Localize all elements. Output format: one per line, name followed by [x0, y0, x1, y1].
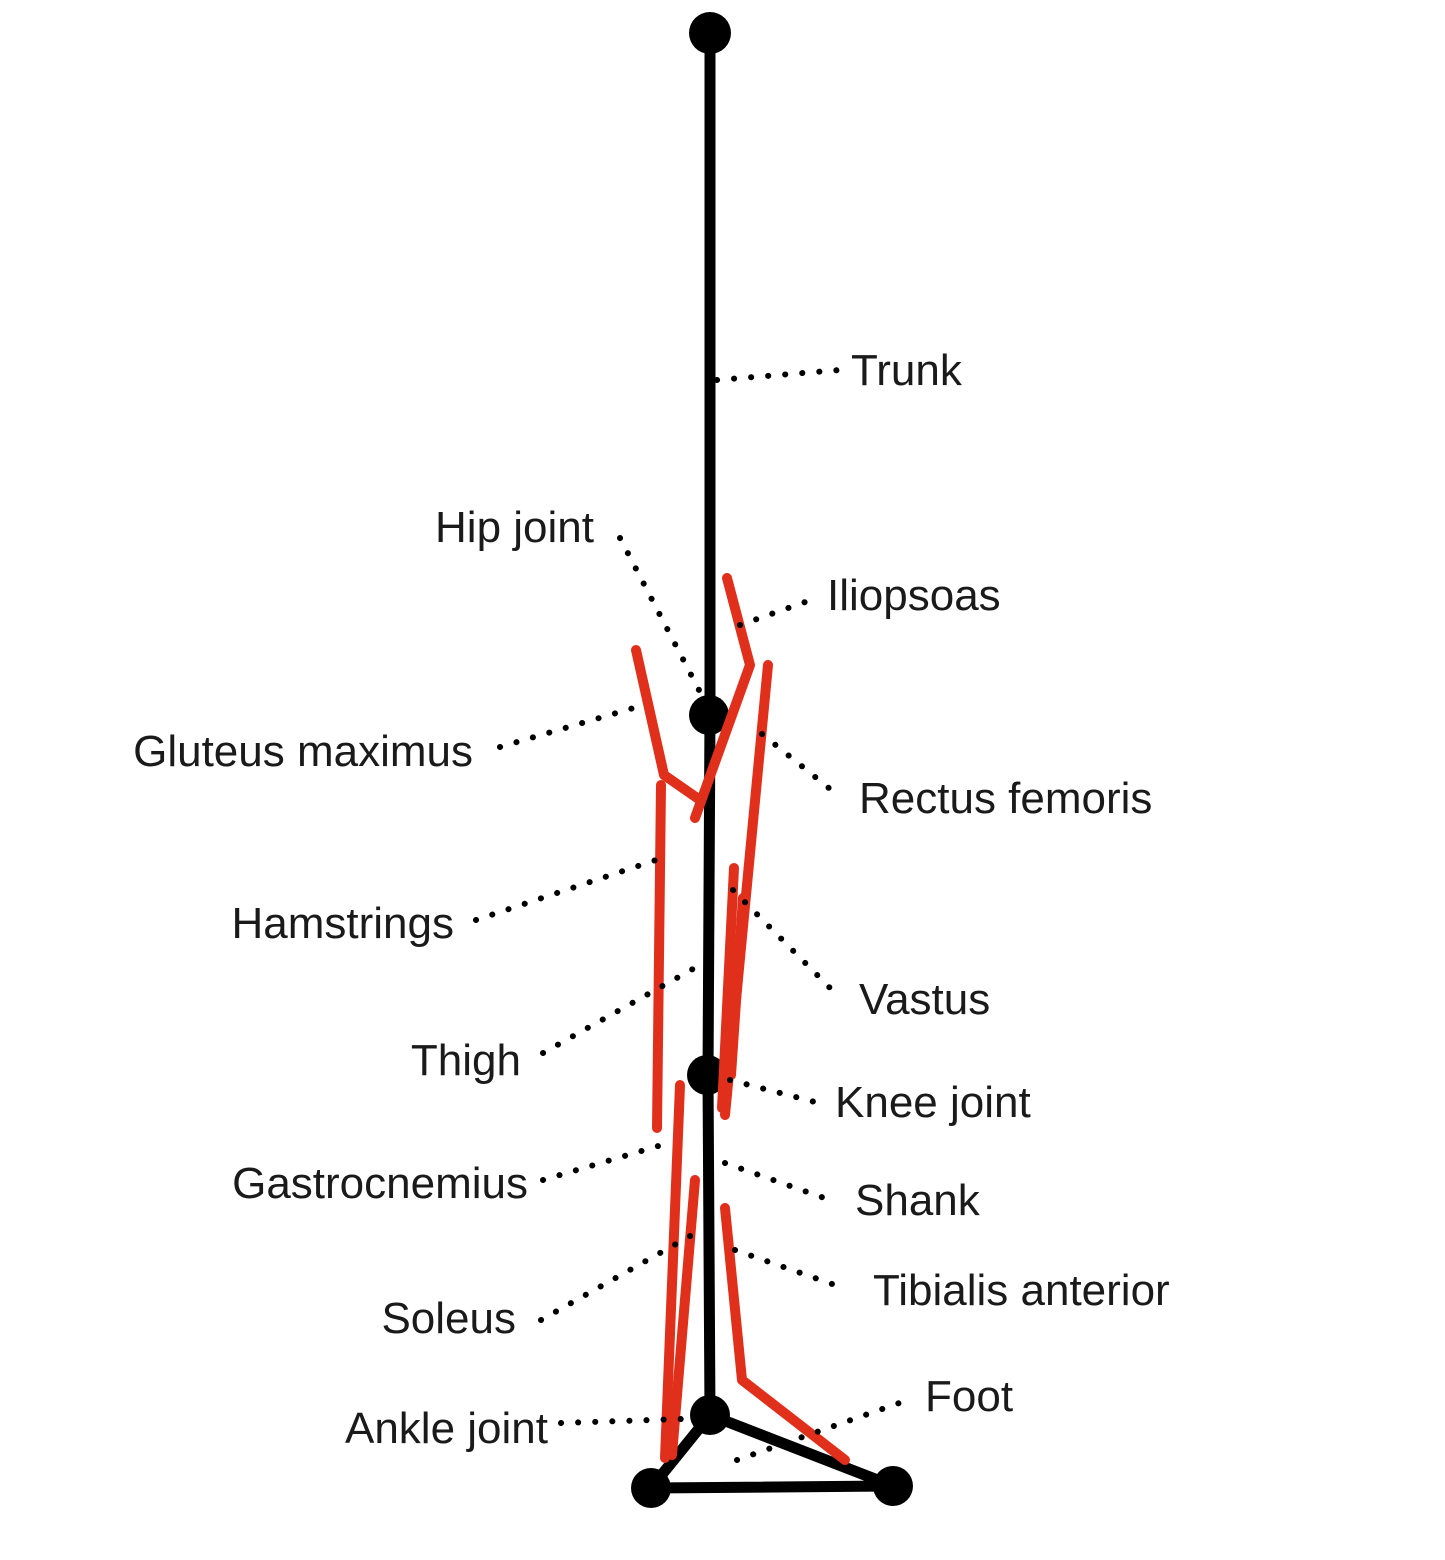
head-point [689, 12, 731, 54]
gastrocnemius-leader [540, 1139, 675, 1183]
gluteus-maximus-muscle [631, 645, 705, 805]
gastrocnemius-muscle [660, 1080, 685, 1463]
knee-joint-point [687, 1055, 727, 1095]
gastrocnemius-label: Gastrocnemius [232, 1159, 528, 1208]
shank-label: Shank [855, 1176, 981, 1225]
tibialis-anterior-label: Tibialis anterior [873, 1266, 1170, 1315]
soleus-muscle [667, 1175, 700, 1460]
ankle-joint-leader [558, 1416, 685, 1426]
tibialis-anterior-leader [732, 1247, 838, 1288]
vastus-leader [730, 887, 838, 996]
vastus-muscle-2 [726, 893, 748, 1080]
thigh-leader [540, 962, 703, 1056]
leader-lines [473, 367, 908, 1463]
gluteus-maximus-leader [497, 704, 640, 750]
ankle-joint-point [690, 1395, 730, 1435]
iliopsoas-leader [737, 598, 811, 628]
hamstrings-leader [473, 857, 659, 923]
soleus-label: Soleus [381, 1294, 516, 1343]
hamstrings-label: Hamstrings [232, 899, 455, 948]
ankle-joint-label: Ankle joint [345, 1404, 548, 1453]
soleus-leader [538, 1232, 695, 1323]
tibialis-anterior-muscle [720, 1203, 850, 1465]
toe-point [873, 1466, 913, 1506]
thigh-label: Thigh [411, 1036, 521, 1085]
trunk-label: Trunk [851, 346, 963, 395]
hip-joint-label: Hip joint [435, 503, 594, 552]
rectus-femoris-label: Rectus femoris [859, 774, 1152, 823]
foot-label: Foot [925, 1372, 1013, 1421]
iliopsoas-muscle [690, 573, 755, 823]
trunk-leader [714, 367, 843, 383]
muscles [631, 573, 850, 1465]
iliopsoas-label: Iliopsoas [827, 571, 1001, 620]
hip-joint-leader [617, 535, 703, 695]
gluteus-maximus-label: Gluteus maximus [133, 727, 473, 776]
rectus-femoris-leader [759, 731, 838, 796]
shank-leader [722, 1160, 833, 1203]
shank-segment [702, 1069, 716, 1421]
hamstrings-muscle [652, 780, 666, 1133]
knee-joint-leader [727, 1077, 818, 1105]
foot-segment [645, 1409, 899, 1494]
vastus-muscle [717, 863, 739, 1113]
labels: Trunk Hip joint Iliopsoas Gluteus maximu… [133, 346, 1170, 1453]
vastus-label: Vastus [859, 975, 990, 1024]
heel-point [631, 1468, 671, 1508]
hip-joint-point [689, 695, 729, 735]
knee-joint-label: Knee joint [835, 1078, 1031, 1127]
